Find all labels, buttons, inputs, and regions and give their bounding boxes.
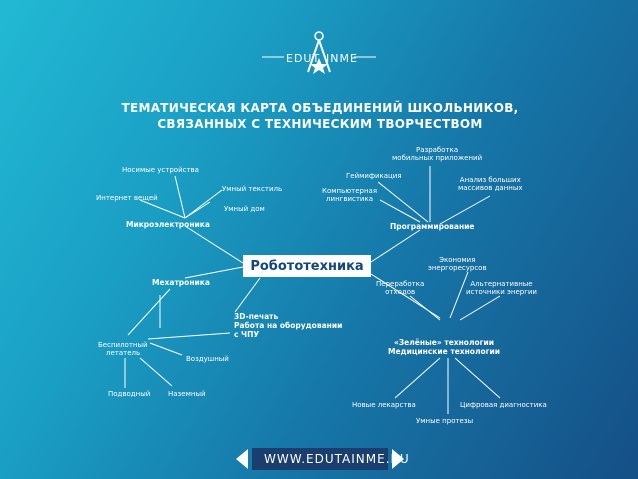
leaf-comp-linguistics: Компьютерная лингвистика <box>322 187 378 203</box>
leaf-underwater: Подводный <box>108 390 151 398</box>
link-prog-center <box>370 229 421 263</box>
leaf-big-data: Анализ больших массивов данных <box>458 176 523 192</box>
leaf-air: Воздушный <box>186 355 229 363</box>
logo-text-right: INME <box>326 52 358 65</box>
link-micro-textile <box>184 189 223 219</box>
leaf-recycling: Переработка отходов <box>376 280 425 296</box>
leaf-mobile-dev: Разработка мобильных приложений <box>392 146 483 162</box>
hub-programming: Программирование <box>390 222 475 231</box>
link-green-alt <box>459 295 501 321</box>
link-prog-gamif <box>377 181 429 223</box>
page-title: ТЕМАТИЧЕСКАЯ КАРТА ОБЪЕДИНЕНИЙ ШКОЛЬНИКО… <box>120 100 520 132</box>
leaf-wearables: Носимые устройства <box>122 166 199 174</box>
link-uav-air <box>149 342 183 356</box>
link-mech-center <box>184 266 244 279</box>
link-prog-ling <box>379 199 421 223</box>
link-center-3d <box>234 277 261 313</box>
link-green-drugs <box>394 357 441 399</box>
leaf-smart-prosthesis: Умные протезы <box>416 417 474 425</box>
footer-url-link[interactable]: WWW.EDUTAINME.RU <box>264 452 410 466</box>
leaf-iot: Интернет вещей <box>96 194 158 202</box>
link-mech-uav <box>127 288 171 336</box>
link-uav-ground <box>139 357 173 387</box>
title-line-1: ТЕМАТИЧЕСКАЯ КАРТА ОБЪЕДИНЕНИЙ ШКОЛЬНИКО… <box>121 101 519 115</box>
link-3d-uav <box>147 332 231 340</box>
central-topic: Робототехника <box>243 255 371 277</box>
leaf-alt-energy: Альтернативные источники энергии <box>466 280 537 296</box>
leaf-smart-textile: Умный текстиль <box>222 185 283 193</box>
leaf-gamification: Геймификация <box>346 172 402 180</box>
title-line-2: СВЯЗАННЫХ С ТЕХНИЧЕСКИМ ТВОРЧЕСТВОМ <box>157 117 483 131</box>
hub-green-medical: «Зелёные» технологии Медицинские техноло… <box>388 338 501 356</box>
leaf-new-drugs: Новые лекарства <box>352 401 416 409</box>
hub-3d-printing: 3D-печать Работа на оборудовании с ЧПУ <box>234 312 343 339</box>
leaf-smart-home: Умный дом <box>224 205 265 213</box>
link-green-energy <box>449 271 469 319</box>
link-micro-wearables <box>174 175 186 219</box>
link-prog-bigdata <box>439 195 491 225</box>
link-green-recycling <box>409 295 441 321</box>
leaf-energy-saving: Экономия энергоресурсов <box>428 256 487 272</box>
logo-text-left: EDUT <box>286 52 321 65</box>
link-green-diag <box>454 357 501 399</box>
footer-banner <box>236 448 404 470</box>
link-micro-iot <box>139 199 186 219</box>
logo-emblem <box>262 31 376 74</box>
hub-mechatronics: Мехатроника <box>152 278 210 287</box>
leaf-uav: Беспилотный летатель <box>98 341 148 357</box>
leaf-ground: Наземный <box>168 390 206 398</box>
link-micro-smarthome <box>184 201 211 219</box>
hub-microelectronics: Микроэлектроника <box>126 220 210 229</box>
link-micro-center <box>184 225 244 264</box>
leaf-digital-diagnostics: Цифровая диагностика <box>460 401 547 409</box>
